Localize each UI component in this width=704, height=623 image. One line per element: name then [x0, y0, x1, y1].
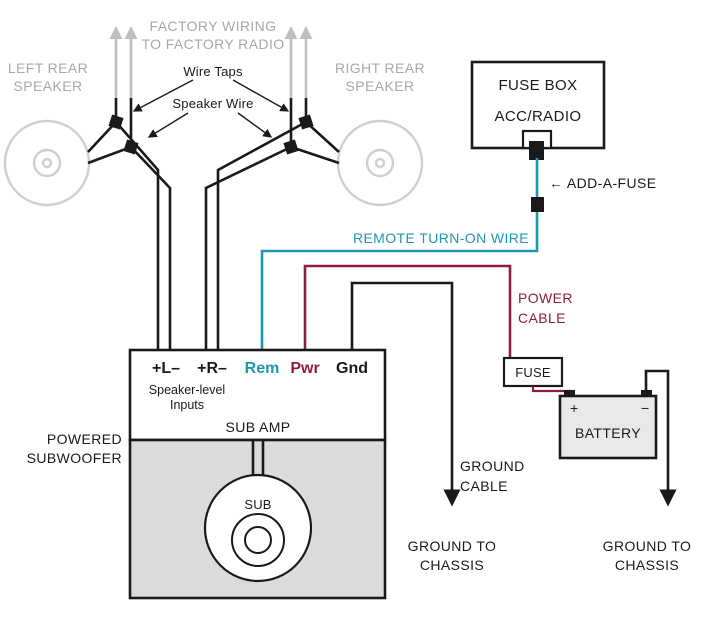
left-rear-speaker	[3, 119, 91, 207]
wire-tap	[283, 139, 299, 155]
wire-taps-pointer-right	[232, 79, 290, 112]
ground-to-chassis-left-line1: GROUND TO	[408, 538, 497, 554]
powered-subwoofer-label-line2: SUBWOOFER	[27, 450, 122, 466]
factory-wiring-arrows	[109, 26, 313, 99]
wire-tap	[298, 114, 314, 130]
speaker-wire-pointer-left	[147, 112, 189, 138]
fuse-box-label: FUSE BOX	[498, 77, 577, 94]
battery: + − BATTERY	[558, 390, 658, 460]
amp-terminal-pwr: Pwr	[290, 360, 319, 377]
wire-taps-pointer-left	[132, 79, 194, 112]
remote-turn-on-label: REMOTE TURN-ON WIRE	[353, 230, 529, 246]
battery-plus-label: +	[570, 400, 579, 416]
inline-fuse: FUSE	[502, 356, 564, 388]
speaker-dustcap	[374, 157, 386, 169]
ground-to-chassis-left-line2: CHASSIS	[420, 557, 484, 573]
ground-cable-label-line2: CABLE	[460, 478, 508, 494]
speaker-wire-left-2	[130, 146, 172, 350]
fuse-box: FUSE BOX ACC/RADIO	[470, 60, 606, 160]
speaker-wire-right-2	[204, 145, 292, 350]
powered-subwoofer-label-line1: POWERED	[47, 431, 122, 447]
factory-wiring-label-line1: FACTORY WIRING	[150, 18, 277, 34]
add-a-fuse-plug	[529, 141, 544, 160]
speaker-wire-label: Speaker Wire	[172, 96, 253, 111]
speaker-lead	[290, 145, 340, 165]
amp-terminal-gnd: Gnd	[336, 360, 368, 377]
speaker-lead	[87, 121, 117, 153]
sub-driver-mid	[231, 513, 285, 567]
amp-terminal-right: +R–	[197, 360, 227, 377]
acc-radio-label: ACC/RADIO	[495, 108, 582, 125]
ground-cable-label-line1: GROUND	[460, 458, 525, 474]
add-a-fuse-connector	[531, 197, 544, 212]
left-speaker-label-line2: SPEAKER	[14, 78, 83, 94]
speaker-level-inputs-line1: Speaker-level	[149, 383, 225, 397]
battery-outline	[558, 394, 658, 460]
left-speaker-label-line1: LEFT REAR	[8, 60, 88, 76]
factory-speaker-wiring	[87, 98, 340, 350]
right-speaker-label-line2: SPEAKER	[346, 78, 415, 94]
sub-amp-outline	[128, 348, 387, 442]
speaker-dustcap	[41, 157, 53, 169]
speaker-wire-left-1	[115, 121, 160, 350]
power-cable-label-line2: CABLE	[518, 310, 566, 326]
speaker-wire-right-1	[216, 120, 307, 350]
speaker-wire-pointer-right	[237, 112, 273, 138]
right-speaker-label-line1: RIGHT REAR	[335, 60, 425, 76]
ground-to-chassis-right-line2: CHASSIS	[615, 557, 679, 573]
sub-driver-inner	[244, 526, 272, 554]
speaker-lead	[305, 121, 340, 153]
amp-terminal-left: +L–	[152, 360, 180, 377]
speaker-level-inputs-line2: Inputs	[170, 398, 204, 412]
subwoofer-enclosure: SUB	[128, 438, 387, 600]
wire-taps-label: Wire Taps	[183, 64, 243, 79]
factory-wiring-label-line2: TO FACTORY RADIO	[141, 36, 284, 52]
amp-terminal-rem: Rem	[245, 360, 280, 377]
right-rear-speaker	[336, 119, 424, 207]
battery-terminal-positive	[564, 390, 575, 397]
wire-tap	[108, 114, 124, 130]
power-cable	[303, 264, 512, 358]
ground-to-chassis-right-line1: GROUND TO	[603, 538, 692, 554]
wire-tap	[123, 139, 139, 155]
power-cable-label-line1: POWER	[518, 290, 573, 306]
battery-label: BATTERY	[575, 425, 641, 441]
add-a-fuse-label: ← ADD-A-FUSE	[549, 175, 656, 191]
inline-fuse-label: FUSE	[515, 365, 551, 380]
sub-label: SUB	[244, 497, 271, 512]
sub-amp-label: SUB AMP	[225, 419, 290, 435]
sub-amp: +L– +R– Rem Pwr Gnd Speaker-level Inputs…	[128, 348, 387, 442]
ground-cable	[350, 281, 461, 507]
battery-minus-label: −	[641, 400, 650, 416]
battery-terminal-negative	[641, 390, 652, 397]
battery-ground-wire	[644, 369, 677, 507]
